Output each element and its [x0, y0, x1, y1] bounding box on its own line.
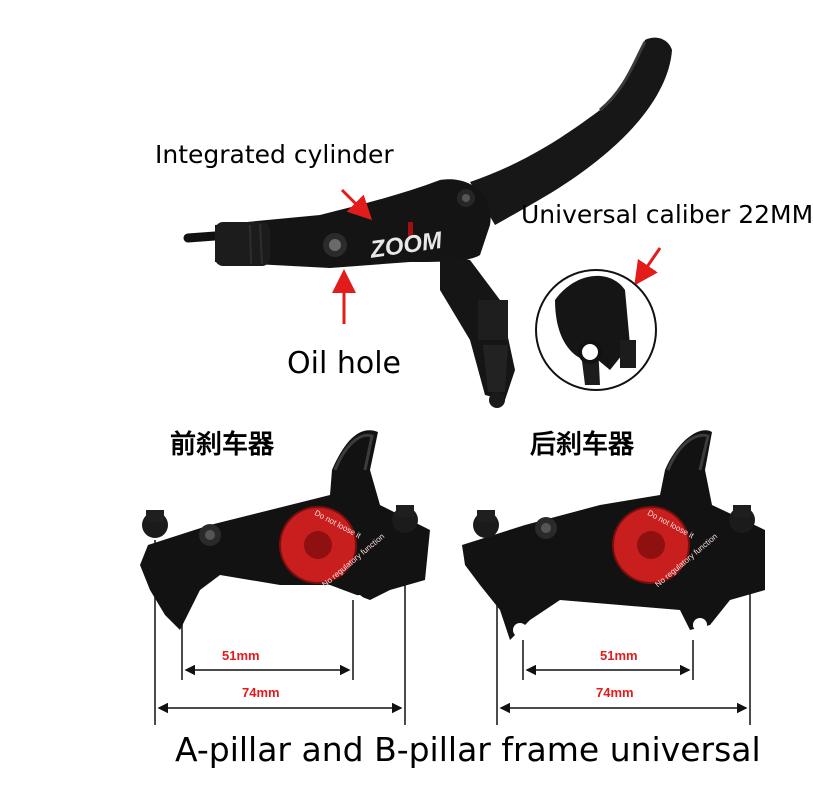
- front-outer-dimension: 74mm: [242, 685, 280, 700]
- rear-dimensions: [496, 585, 751, 725]
- oil-hole-label: Oil hole: [287, 346, 401, 381]
- brake-lever: [183, 37, 672, 408]
- integrated-cylinder-label: Integrated cylinder: [155, 140, 394, 169]
- clamp-inset: [535, 269, 657, 391]
- caliber-arrow: [634, 247, 662, 286]
- rear-inner-dimension: 51mm: [600, 648, 638, 663]
- cylinder-arrow: [340, 188, 373, 221]
- front-brake-label: 前刹车器: [170, 430, 275, 460]
- rear-caliper: [462, 430, 765, 640]
- rear-outer-dimension: 74mm: [596, 685, 634, 700]
- universal-caliber-label: Universal caliber 22MM: [521, 200, 813, 229]
- rear-brake-label: 后刹车器: [530, 430, 635, 460]
- front-inner-dimension: 51mm: [222, 648, 260, 663]
- front-caliper: [140, 430, 430, 630]
- front-dimensions: [154, 535, 406, 725]
- frame-universal-caption: A-pillar and B-pillar frame universal: [175, 730, 761, 769]
